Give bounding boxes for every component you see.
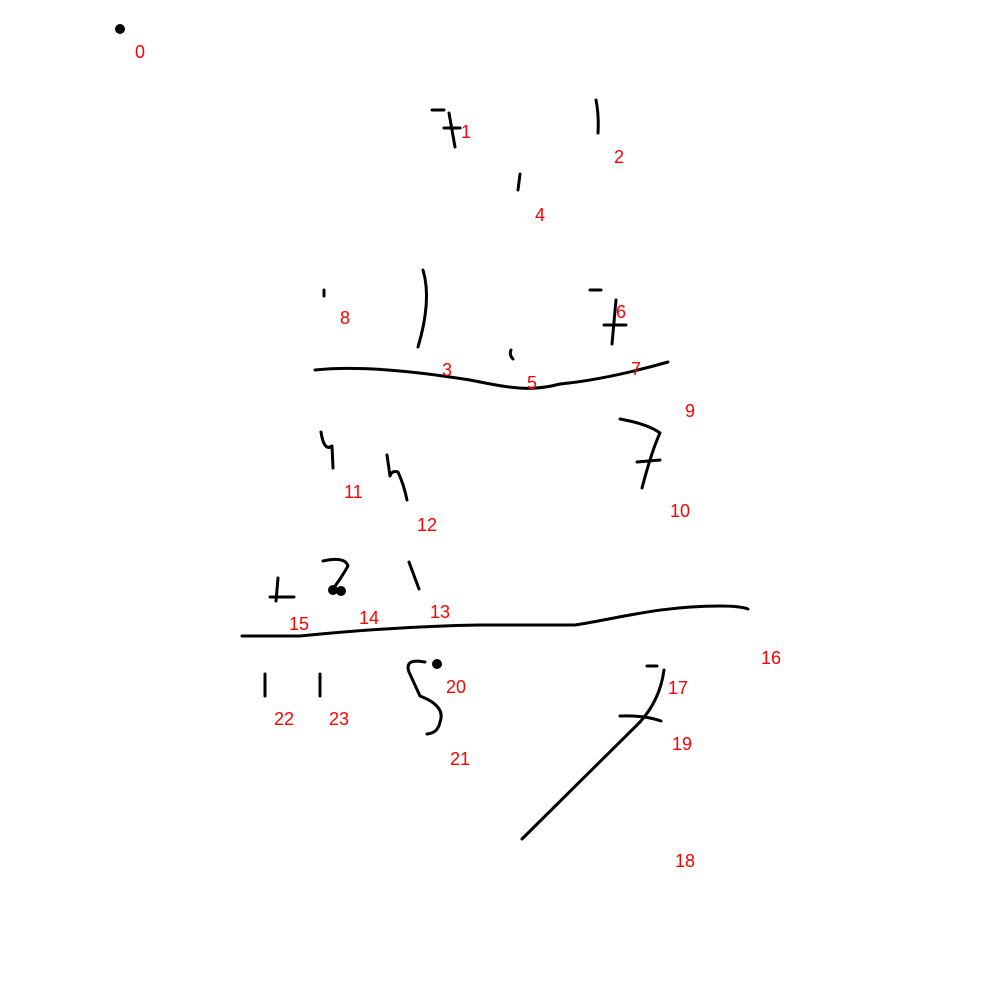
label-3: 3 xyxy=(442,360,452,380)
label-14: 14 xyxy=(359,608,379,628)
label-21: 21 xyxy=(450,749,470,769)
label-8: 8 xyxy=(340,308,350,328)
label-13: 13 xyxy=(430,602,450,622)
stroke-5 xyxy=(508,348,515,361)
stroke-21 xyxy=(406,659,443,736)
stroke-9 xyxy=(618,417,662,490)
label-5: 5 xyxy=(527,373,537,393)
stroke-18 xyxy=(520,720,642,841)
stroke-1 xyxy=(430,108,462,149)
stroke-14 xyxy=(321,557,350,596)
stroke-15 xyxy=(268,576,296,603)
stroke-11 xyxy=(319,430,335,470)
label-4: 4 xyxy=(535,205,545,225)
stroke-2 xyxy=(594,98,600,135)
label-19: 19 xyxy=(672,734,692,754)
label-7: 7 xyxy=(631,359,641,379)
label-2: 2 xyxy=(614,147,624,167)
stroke-12 xyxy=(385,453,409,502)
label-20: 20 xyxy=(446,677,466,697)
label-12: 12 xyxy=(417,515,437,535)
label-1: 1 xyxy=(461,122,471,142)
stroke-10 xyxy=(635,458,662,464)
label-16: 16 xyxy=(761,648,781,668)
stroke-7 xyxy=(313,360,670,390)
stroke-6 xyxy=(588,288,628,346)
stroke-4 xyxy=(516,172,522,192)
label-11: 11 xyxy=(344,482,363,502)
label-18: 18 xyxy=(675,851,695,871)
stroke-19 xyxy=(618,714,663,723)
label-23: 23 xyxy=(329,709,349,729)
stroke-13 xyxy=(407,560,421,591)
stroke-20 xyxy=(432,659,442,669)
label-9: 9 xyxy=(685,401,695,421)
label-0: 0 xyxy=(135,42,145,62)
stroke-16 xyxy=(240,604,750,638)
stroke-0 xyxy=(115,24,125,34)
label-22: 22 xyxy=(274,709,294,729)
label-17: 17 xyxy=(668,678,688,698)
label-6: 6 xyxy=(616,302,626,322)
label-15: 15 xyxy=(289,614,309,634)
stroke-3 xyxy=(416,268,428,349)
label-10: 10 xyxy=(670,501,690,521)
label-layer: 0 1 2 3 4 5 6 7 8 9 10 11 12 13 14 15 16… xyxy=(135,42,781,871)
